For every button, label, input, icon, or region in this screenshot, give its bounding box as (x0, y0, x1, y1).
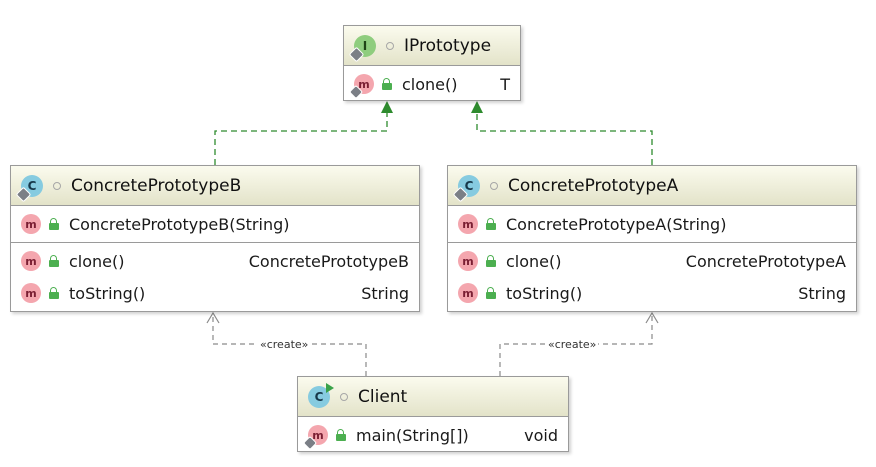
method-name: clone() (402, 74, 458, 94)
client-title: Client (358, 386, 408, 407)
iprototype-header: I IPrototype (344, 26, 520, 66)
method-icon: m (21, 283, 41, 303)
method-icon: m (21, 214, 41, 234)
package-visibility-icon (53, 181, 61, 190)
class-icon: C (452, 174, 480, 202)
public-lock-icon (486, 218, 496, 230)
concreteprototypeb-title: ConcretePrototypeB (71, 175, 242, 196)
concreteprototypea-class-box[interactable]: C ConcretePrototypeA m ConcretePrototype… (447, 165, 857, 312)
method-icon: m (458, 214, 478, 234)
method-row[interactable]: m main(String[]) void (298, 419, 568, 451)
method-name: main(String[]) (356, 425, 469, 445)
concreteprototypeb-methods: m clone() ConcretePrototypeB m toString(… (11, 243, 419, 311)
client-header: C Client (298, 377, 568, 417)
iprototype-methods: m clone() T (344, 66, 520, 102)
method-name: clone() (506, 251, 562, 271)
concreteprototypeb-class-box[interactable]: C ConcretePrototypeB m ConcretePrototype… (10, 165, 420, 312)
static-method-icon: m (302, 425, 328, 451)
concreteprototypeb-header: C ConcretePrototypeB (11, 166, 419, 206)
method-row[interactable]: m clone() ConcretePrototypeB (11, 245, 419, 277)
method-name: toString() (506, 283, 583, 303)
package-visibility-icon (386, 41, 394, 50)
method-row[interactable]: m clone() ConcretePrototypeA (448, 245, 856, 277)
return-type: String (798, 283, 846, 303)
dependency-arrowhead-a (645, 311, 659, 324)
package-visibility-icon (340, 392, 348, 401)
realization-arrowhead-a (471, 101, 483, 113)
return-type: ConcretePrototypeA (685, 251, 846, 271)
concreteprototypea-constructors: m ConcretePrototypeA(String) (448, 206, 856, 243)
method-row[interactable]: m clone() T (344, 68, 520, 100)
create-label-left: «create» (258, 338, 311, 351)
client-methods: m main(String[]) void (298, 417, 568, 453)
concreteprototypea-title: ConcretePrototypeA (508, 175, 679, 196)
realization-line-a (476, 111, 653, 165)
method-icon: m (458, 251, 478, 271)
method-icon: m (21, 251, 41, 271)
constructor-name: ConcretePrototypeB(String) (69, 214, 290, 234)
realization-line-b (214, 111, 388, 165)
return-type: ConcretePrototypeB (248, 251, 409, 271)
create-label-right: «create» (546, 338, 599, 351)
iprototype-title: IPrototype (404, 35, 492, 56)
return-type: void (524, 425, 558, 445)
constructor-row[interactable]: m ConcretePrototypeB(String) (11, 208, 419, 240)
client-class-box[interactable]: C Client m main(String[]) void (297, 376, 569, 452)
constructor-row[interactable]: m ConcretePrototypeA(String) (448, 208, 856, 240)
dependency-arrowhead-b (206, 311, 220, 324)
iprototype-interface-box[interactable]: I IPrototype m clone() T (343, 25, 521, 101)
public-lock-icon (336, 429, 346, 441)
public-lock-icon (486, 255, 496, 267)
method-row[interactable]: m toString() String (11, 277, 419, 309)
public-lock-icon (49, 218, 59, 230)
abstract-method-icon: m (348, 74, 374, 100)
public-lock-icon (382, 78, 392, 90)
package-visibility-icon (490, 181, 498, 190)
method-name: clone() (69, 251, 125, 271)
return-type: T (500, 74, 510, 94)
public-lock-icon (49, 255, 59, 267)
concreteprototypea-header: C ConcretePrototypeA (448, 166, 856, 206)
class-icon: C (15, 174, 43, 202)
public-lock-icon (49, 287, 59, 299)
method-icon: m (458, 283, 478, 303)
method-name: toString() (69, 283, 146, 303)
return-type: String (361, 283, 409, 303)
realization-arrowhead-b (381, 101, 393, 113)
interface-icon: I (348, 34, 376, 62)
constructor-name: ConcretePrototypeA(String) (506, 214, 727, 234)
concreteprototypea-methods: m clone() ConcretePrototypeA m toString(… (448, 243, 856, 311)
runnable-class-icon: C (308, 382, 334, 408)
public-lock-icon (486, 287, 496, 299)
concreteprototypeb-constructors: m ConcretePrototypeB(String) (11, 206, 419, 243)
method-row[interactable]: m toString() String (448, 277, 856, 309)
